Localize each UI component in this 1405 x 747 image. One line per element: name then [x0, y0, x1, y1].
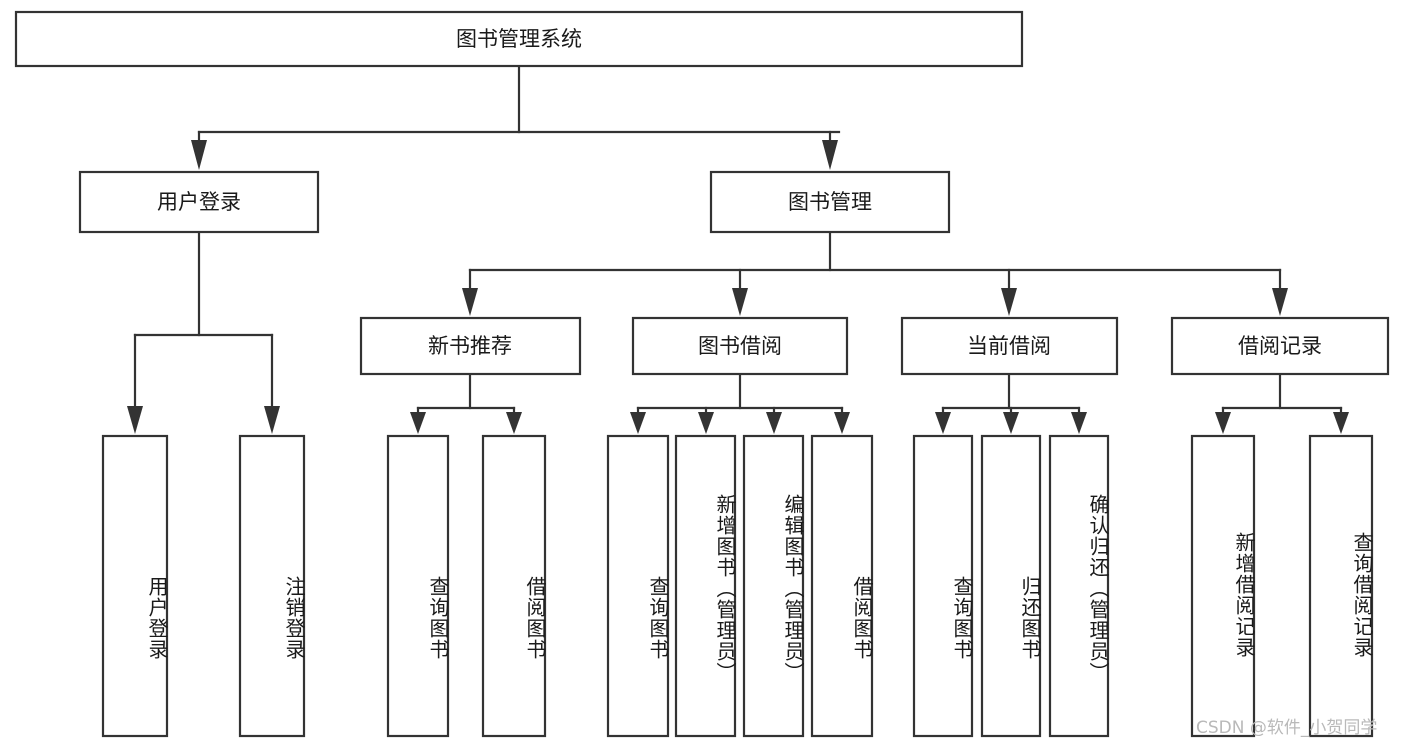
arrow-head-new-book-rec [462, 288, 478, 316]
node-book-manage-label: 图书管理 [788, 190, 872, 214]
arrow-head-book-borrow [732, 288, 748, 316]
node-user-login-label: 用户登录 [157, 190, 241, 214]
leaf-box-bb-add-book[interactable] [674, 434, 737, 738]
arrow-head-leaf-user-login [127, 406, 143, 434]
arrow-head-bb-query [630, 412, 646, 434]
leaf-box-cb-return-book[interactable] [980, 434, 1042, 738]
csdn-watermark: CSDN @软件_小贺同学 [1196, 718, 1378, 738]
node-user-login-box[interactable] [78, 170, 320, 234]
connector-group-borrow-record [1215, 372, 1349, 434]
node-borrow-record-label: 借阅记录 [1238, 334, 1322, 358]
arrow-head-bb-borrow [834, 412, 850, 434]
node-current-borrow-box[interactable] [900, 316, 1119, 376]
arrow-head-borrow-record [1272, 288, 1288, 316]
leaf-box-cb-query-book[interactable] [912, 434, 974, 738]
node-borrow-record-box[interactable] [1170, 316, 1390, 376]
node-root-box[interactable] [14, 10, 1024, 68]
node-current-borrow[interactable]: 当前借阅 [900, 316, 1119, 376]
leaf-box-group [101, 434, 1374, 738]
node-book-manage[interactable]: 图书管理 [709, 170, 951, 234]
node-new-book-recommend[interactable]: 新书推荐 [359, 316, 582, 376]
arrow-head-current-borrow [1001, 288, 1017, 316]
node-book-borrow[interactable]: 图书借阅 [631, 316, 849, 376]
arrow-head-nbr-query [410, 412, 426, 434]
arrow-head-nbr-borrow [506, 412, 522, 434]
leaf-box-cb-confirm-return[interactable] [1048, 434, 1110, 738]
node-book-borrow-label: 图书借阅 [698, 334, 782, 358]
leaf-box-nbr-borrow-book[interactable] [481, 434, 547, 738]
node-borrow-record[interactable]: 借阅记录 [1170, 316, 1390, 376]
node-book-borrow-box[interactable] [631, 316, 849, 376]
connector-group-book-borrow [630, 372, 850, 434]
arrow-head-br-query [1333, 412, 1349, 434]
leaf-box-bb-query-book[interactable] [606, 434, 670, 738]
arrow-head-user-login [191, 140, 207, 170]
connector-group-user-login [127, 230, 280, 434]
arrow-head-cb-return [1003, 412, 1019, 434]
leaf-box-logout[interactable] [238, 434, 306, 738]
node-root-label: 图书管理系统 [456, 27, 582, 51]
arrow-head-bb-edit [766, 412, 782, 434]
node-current-borrow-label: 当前借阅 [967, 334, 1051, 358]
arrow-head-cb-query [935, 412, 951, 434]
node-root[interactable]: 图书管理系统 [14, 10, 1024, 68]
node-user-login[interactable]: 用户登录 [78, 170, 320, 234]
connector-group-current-borrow [935, 372, 1087, 434]
arrow-head-book-manage [822, 140, 838, 170]
node-book-manage-box[interactable] [709, 170, 951, 234]
leaf-box-bb-borrow-book[interactable] [810, 434, 874, 738]
arrow-head-leaf-logout [264, 406, 280, 434]
connector-group-new-book-rec [410, 372, 522, 434]
leaf-box-bb-edit-book[interactable] [742, 434, 805, 738]
leaf-box-br-query-record[interactable] [1308, 434, 1374, 738]
node-new-book-recommend-label: 新书推荐 [428, 334, 512, 358]
connector-group-root [191, 64, 841, 170]
connector-group-book-manage [462, 230, 1288, 316]
leaf-box-nbr-query-book[interactable] [386, 434, 450, 738]
node-new-book-recommend-box[interactable] [359, 316, 582, 376]
leaf-box-user-login[interactable] [101, 434, 169, 738]
arrow-head-cb-confirm [1071, 412, 1087, 434]
leaf-box-br-add-record[interactable] [1190, 434, 1256, 738]
arrow-head-bb-add [698, 412, 714, 434]
arrow-head-br-add [1215, 412, 1231, 434]
